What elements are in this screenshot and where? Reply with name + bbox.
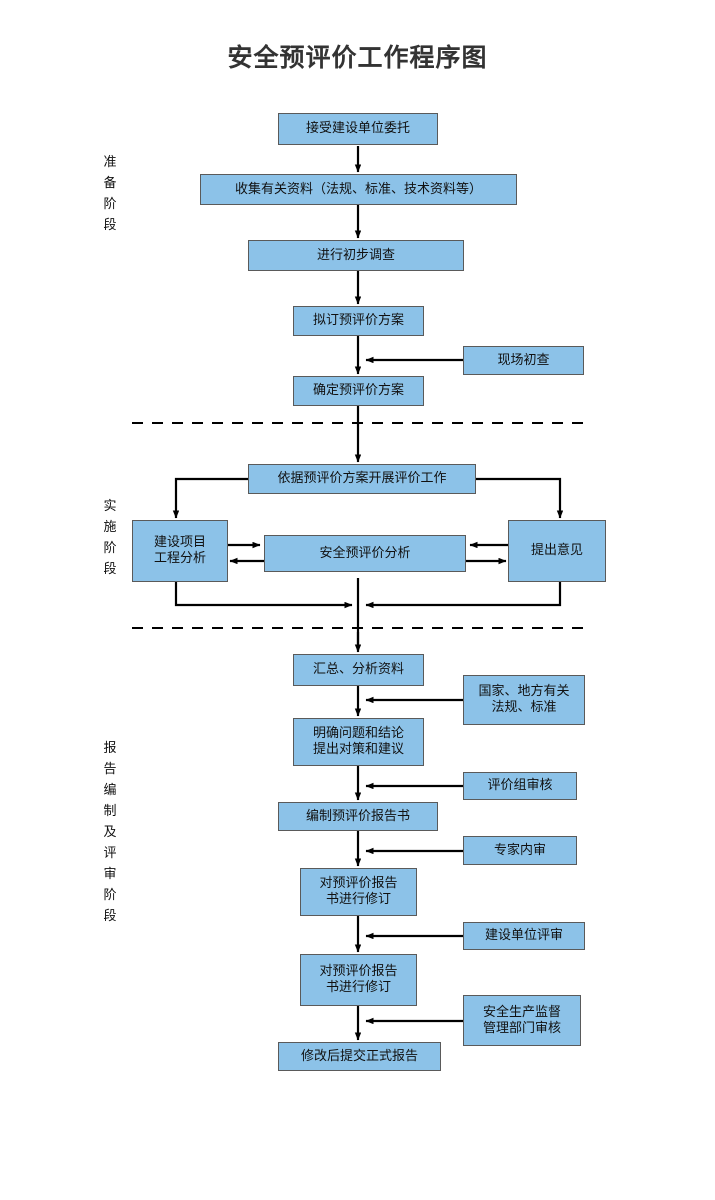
node-safety-analysis[interactable]: 安全预评价分析	[264, 535, 466, 572]
node-confirm-plan[interactable]: 确定预评价方案	[293, 376, 424, 406]
arrow-eng-to-center	[174, 582, 353, 609]
node-summarize[interactable]: 汇总、分析资料	[293, 654, 424, 686]
arrow-carryout-to-opinion	[476, 477, 564, 519]
node-revise2[interactable]: 对预评价报告 书进行修订	[300, 954, 417, 1006]
node-accept[interactable]: 接受建设单位委托	[278, 113, 438, 145]
node-gov-review[interactable]: 安全生产监督 管理部门审核	[463, 995, 581, 1046]
node-revise1[interactable]: 对预评价报告 书进行修订	[300, 868, 417, 916]
node-clarify[interactable]: 明确问题和结论 提出对策和建议	[293, 718, 424, 766]
node-group-review[interactable]: 评价组审核	[463, 772, 577, 800]
node-collect[interactable]: 收集有关资料（法规、标准、技术资料等）	[200, 174, 517, 205]
stage-label-impl: 实 施 阶 段	[103, 499, 117, 577]
stage-label-report: 报 告 编 制 及 评 审 阶 段	[103, 741, 117, 924]
node-owner-review[interactable]: 建设单位评审	[463, 922, 585, 950]
node-final-submit[interactable]: 修改后提交正式报告	[278, 1042, 441, 1071]
page-title: 安全预评价工作程序图	[227, 43, 488, 72]
node-site-check[interactable]: 现场初查	[463, 346, 584, 375]
stage-label-prep: 准 备 阶 段	[103, 155, 117, 233]
node-expert-review[interactable]: 专家内审	[463, 836, 577, 865]
node-draft-plan[interactable]: 拟订预评价方案	[293, 306, 424, 336]
node-laws[interactable]: 国家、地方有关 法规、标准	[463, 675, 585, 725]
node-carry-out[interactable]: 依据预评价方案开展评价工作	[248, 464, 476, 494]
arrow-opinion-to-center	[365, 582, 562, 609]
node-survey[interactable]: 进行初步调查	[248, 240, 464, 271]
node-give-opinion[interactable]: 提出意见	[508, 520, 606, 582]
arrow-carryout-to-enganalysis	[172, 477, 248, 519]
node-compile[interactable]: 编制预评价报告书	[278, 802, 438, 831]
node-eng-analysis[interactable]: 建设项目 工程分析	[132, 520, 228, 582]
